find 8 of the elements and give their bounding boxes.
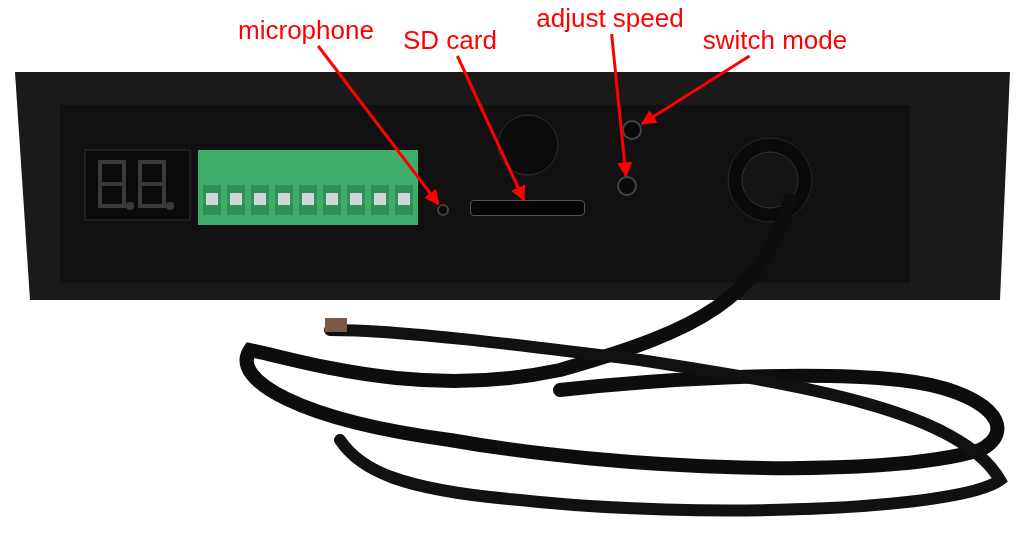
sd-card-slot bbox=[470, 200, 585, 216]
part-label: switch mode bbox=[694, 24, 856, 56]
leader-arrow bbox=[610, 33, 633, 178]
part-label: SD card bbox=[398, 24, 502, 56]
part-label: adjust speed bbox=[526, 2, 694, 34]
leader-arrow bbox=[640, 54, 751, 125]
part-label: microphone bbox=[228, 14, 384, 46]
leader-arrow bbox=[317, 45, 440, 206]
